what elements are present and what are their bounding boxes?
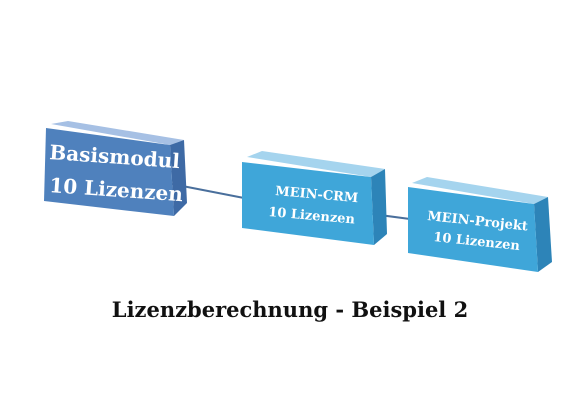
box-mein-projekt: MEIN-Projekt 10 Lizenzen — [408, 177, 552, 272]
box-mein-projekt-side — [534, 197, 552, 272]
box-mein-projekt-front — [408, 187, 538, 272]
diagram-caption: Lizenzberechnung - Beispiel 2 — [111, 297, 469, 322]
box-mein-crm-front — [242, 162, 374, 245]
box-basismodul-top — [51, 121, 184, 145]
box-mein-crm-line1: MEIN-CRM — [275, 184, 359, 206]
box-mein-crm-side — [371, 169, 387, 245]
box-mein-projekt-top — [412, 177, 548, 204]
box-basismodul-front — [44, 128, 174, 216]
box-basismodul-side — [170, 140, 187, 216]
box-basismodul: Basismodul 10 Lizenzen — [44, 121, 187, 216]
box-mein-crm-top — [247, 151, 385, 177]
box-mein-crm: MEIN-CRM 10 Lizenzen — [242, 151, 387, 245]
